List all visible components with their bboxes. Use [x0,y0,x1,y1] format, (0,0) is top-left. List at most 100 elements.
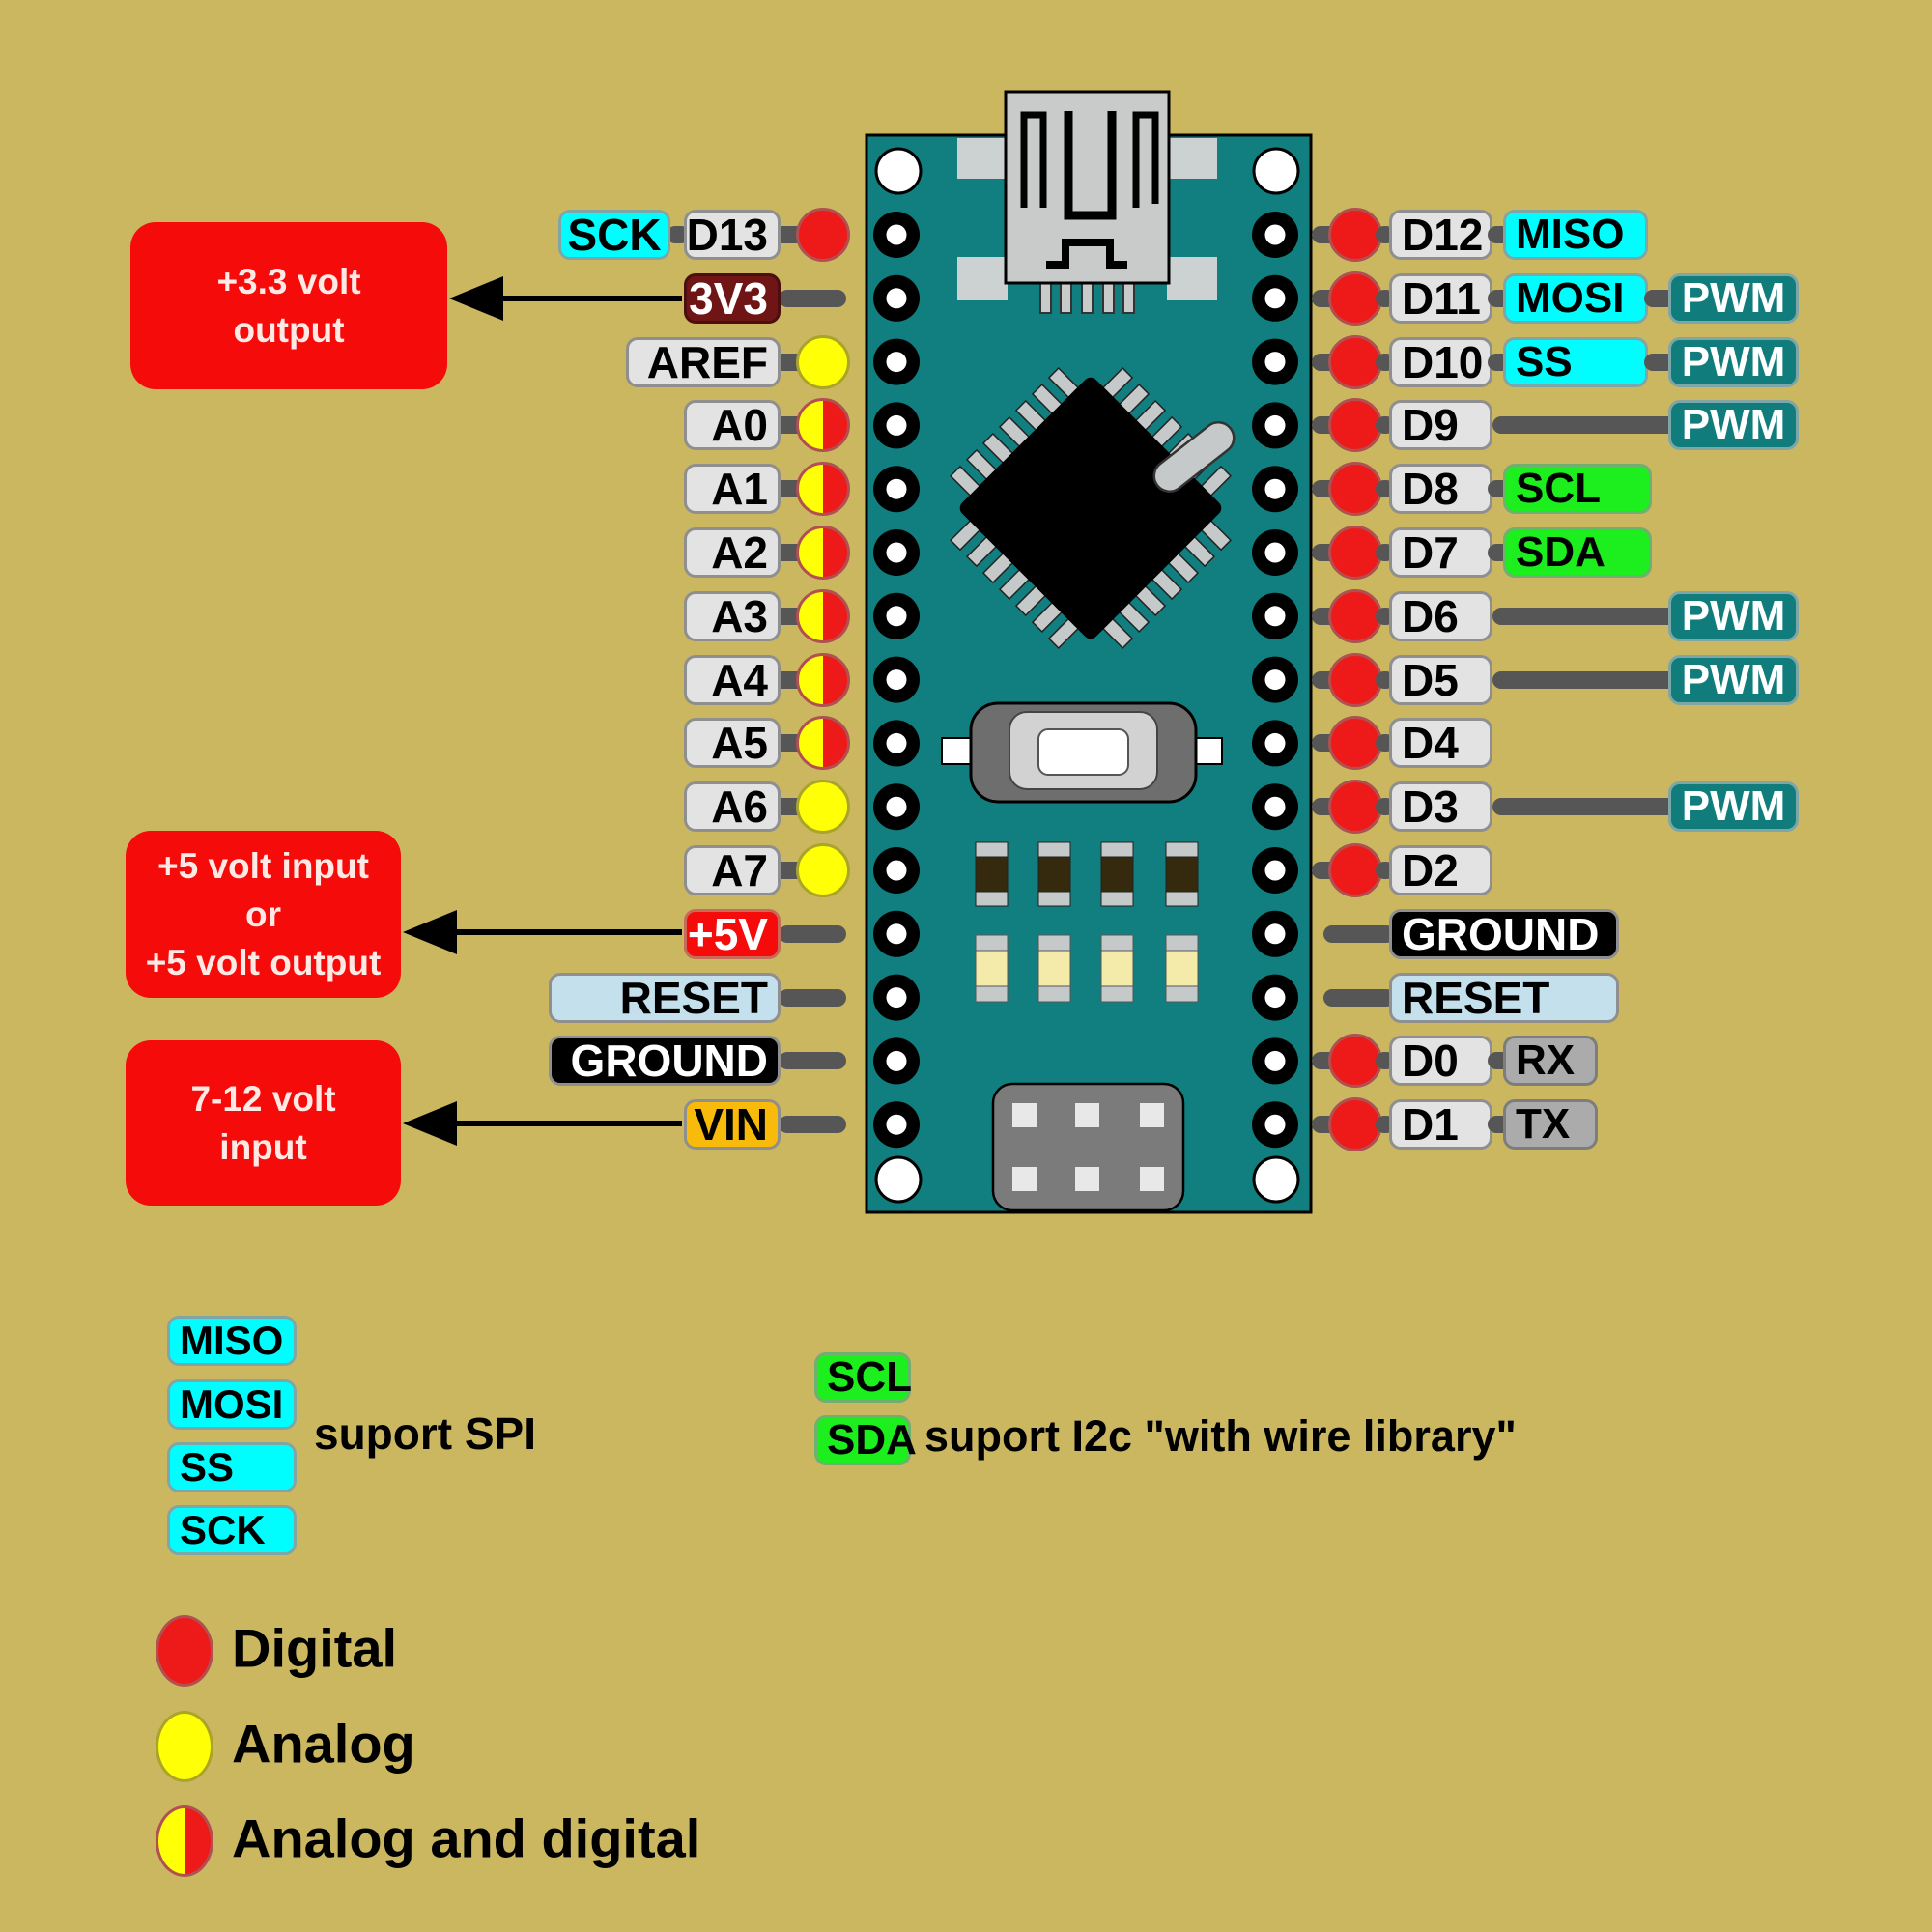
pin-hole-center [886,1050,907,1071]
connector-bar [1492,670,1676,689]
legend-type-label: Analog [232,1713,415,1775]
pin-circle-both [796,398,850,453]
pin-hole-center [1264,542,1286,563]
mounting-hole [874,1155,923,1204]
icsp-pad [1140,1103,1164,1127]
callout-box: 7-12 volt input [126,1040,401,1206]
callout-arrow-head [403,910,457,954]
legend-spi-text: suport SPI [314,1408,537,1459]
chip-body [959,377,1222,639]
pin-tag-pwm: PWM [1668,590,1799,641]
pin-label-left-a7: A7 [684,845,781,895]
pin-tag-pwm: PWM [1668,400,1799,451]
icsp-pad [1075,1103,1099,1127]
pin-tag-rx: RX [1503,1036,1598,1087]
pin-hole-center [1264,1114,1286,1135]
pin-circle-digital [1328,1034,1382,1089]
pin-tag-pwm: PWM [1668,654,1799,705]
capacitor-band [1037,891,1071,907]
usb-mount-tabs [957,138,1217,300]
legend-i2c-text: suport I2c "with wire library" [924,1411,1517,1461]
legend-circle-analog [156,1711,213,1782]
pin-circle-digital [1328,526,1382,580]
pin-label-left-vin: VIN [684,1099,781,1151]
capacitor-band [1100,856,1134,893]
mounting-hole [1252,1155,1300,1204]
pin-circle-digital [1328,270,1382,326]
pin-hole-center [886,352,907,373]
usb-icon [1020,111,1159,269]
pin-tag-pwm: PWM [1668,336,1799,387]
connector-bar [1644,289,1675,307]
pin-label-left-d13: D13 [684,210,781,260]
pin-circle-digital [1328,208,1382,262]
pin-circle-digital [1328,398,1382,453]
pin-hole-center [1264,732,1286,753]
connector-bar [1323,924,1395,943]
pin-label-right-d5: D5 [1389,654,1492,705]
pin-tag-ss: SS [1503,336,1648,387]
legend-spi-sck: SCK [167,1505,297,1555]
capacitor-band [1100,985,1134,1003]
pin-hole-center [886,732,907,753]
pin-circle-digital [1328,780,1382,835]
pin-label-left-5v: +5V [684,908,781,959]
capacitor-band [975,891,1009,907]
pin-hole-center [1264,288,1286,309]
pin-hole-center [886,860,907,881]
pin-tag-tx: TX [1503,1099,1598,1151]
capacitor-band [1100,950,1134,987]
pin-circle-digital [1328,652,1382,707]
pin-label-left-a3: A3 [684,590,781,641]
pin-label-right-d8: D8 [1389,464,1492,515]
capacitor-band [1037,856,1071,893]
pin-label-left-aref: AREF [626,336,781,387]
pin-label-right-d0: D0 [1389,1036,1492,1087]
icsp-header [991,1082,1185,1212]
connector-bar [1644,353,1675,371]
pin-hole-center [1264,478,1286,499]
legend-i2c-sda: SDA [814,1415,917,1465]
pin-circle-both [796,588,850,643]
pin-label-left-3v3: 3V3 [684,272,781,324]
pin-holes [873,147,1300,1204]
pin-label-left-reset: RESET [549,972,781,1023]
pin-circle-analog [796,843,850,897]
capacitor-band [975,985,1009,1003]
crystal [1152,421,1236,493]
callout-arrow-line [453,929,682,935]
connector-bar [779,988,846,1007]
capacitor-band [1037,950,1071,987]
callout-box: +5 volt input or +5 volt output [126,831,401,998]
capacitor-band [1165,856,1199,893]
capacitor-band [975,934,1009,952]
pin-hole-center [886,1114,907,1135]
pin-label-left-a4: A4 [684,654,781,705]
pin-hole-center [886,224,907,245]
pin-circle-digital [1328,462,1382,517]
pin-label-right-d4: D4 [1389,718,1492,769]
pin-hole-center [1264,923,1286,945]
pin-hole-center [1264,796,1286,817]
capacitor-band [1165,841,1199,858]
pin-circle-digital [1328,588,1382,643]
pin-circle-both [796,526,850,580]
connector-bar [779,289,846,307]
pin-hole-center [886,288,907,309]
usb-connector [1004,90,1171,285]
connector-bar [1492,416,1676,435]
connector-bar [779,1052,846,1070]
pin-circle-both [796,652,850,707]
pin-label-left-a0: A0 [684,400,781,451]
pin-label-left-a2: A2 [684,527,781,578]
pin-circle-analog [796,780,850,835]
pin-circle-both [796,462,850,517]
pin-tag-scl: SCL [1503,464,1652,515]
pin-tag-mosi: MOSI [1503,272,1648,324]
connector-bar [779,1116,846,1134]
pin-hole-center [1264,352,1286,373]
icsp-pad [1140,1167,1164,1191]
pin-label-left-a1: A1 [684,464,781,515]
pin-hole-center [886,542,907,563]
pin-hole-center [886,796,907,817]
